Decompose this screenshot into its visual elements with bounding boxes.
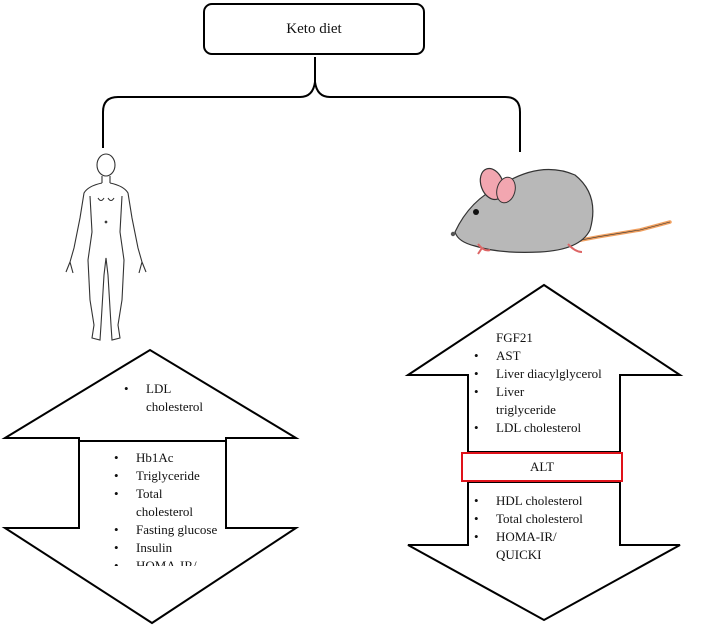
- title-box: Keto diet: [203, 3, 425, 55]
- list-item: HOMA-IR/ QUICKI: [468, 528, 576, 564]
- brace-connector: [102, 57, 521, 152]
- list-item: Hb1Ac: [108, 449, 230, 467]
- human-body-icon: [65, 153, 147, 341]
- list-item: Fasting glucose: [108, 521, 230, 539]
- list-item: Total cholesterol: [468, 510, 620, 528]
- list-item: LDL cholesterol: [468, 419, 620, 437]
- list-item: Liver triglyceride: [468, 383, 586, 419]
- title-text: Keto diet: [286, 20, 342, 37]
- list-item: HOMA-IR/ QUICKI: [108, 557, 206, 566]
- list-item: Triglyceride: [108, 467, 230, 485]
- list-item: Liver diacylglycerol: [468, 365, 606, 383]
- mouse-up-heading: FGF21: [496, 330, 533, 345]
- list-item: AST: [468, 347, 620, 365]
- human-up-list: LDL cholesterol: [118, 380, 228, 416]
- list-item: HDL cholesterol: [468, 492, 620, 510]
- highlight-box: ALT: [461, 452, 623, 482]
- mouse-icon: [450, 167, 672, 255]
- list-item: LDL cholesterol: [118, 380, 216, 416]
- highlight-text: ALT: [529, 459, 555, 474]
- mouse-up-list: AST Liver diacylglycerol Liver triglycer…: [468, 347, 620, 452]
- list-item: Insulin: [108, 539, 230, 557]
- mouse-down-list: HDL cholesterol Total cholesterol HOMA-I…: [468, 492, 620, 564]
- human-down-list: Hb1Ac Triglyceride Total cholesterol Fas…: [108, 449, 230, 566]
- list-item: Total cholesterol: [108, 485, 206, 521]
